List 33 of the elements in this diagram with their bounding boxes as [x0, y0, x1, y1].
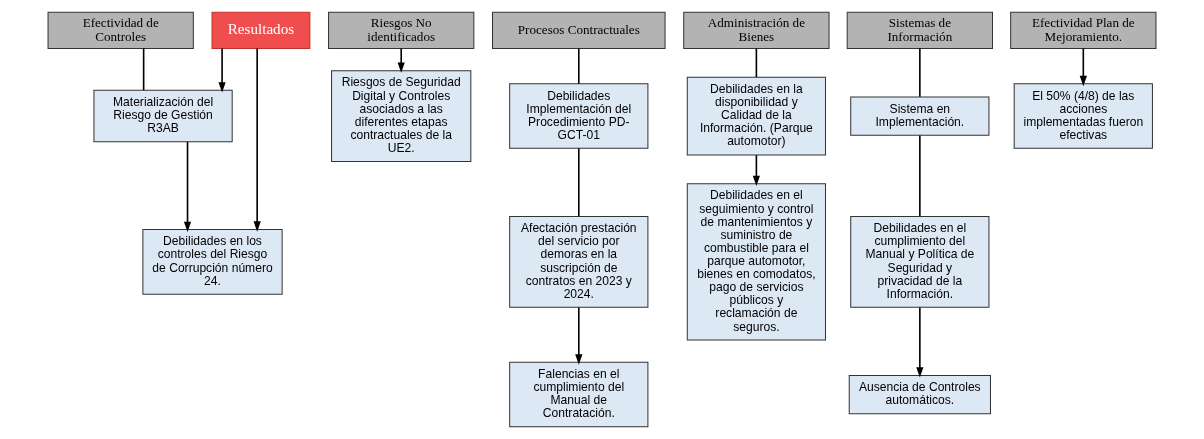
node-box: Debilidades en la disponibilidad y Calidad de la Información. (Parque automotor) [686, 76, 826, 156]
arrow [575, 306, 583, 365]
node-box: Debilidades Implementación del Procedimiento PD-GCT-01 [509, 83, 649, 149]
connector [578, 147, 580, 218]
arrow [218, 47, 226, 93]
arrow [916, 306, 924, 378]
node-box: Procesos Contractuales [492, 11, 666, 49]
node-box: Falencias en el cumplimiento del Manual de Contratación. [509, 361, 649, 428]
node-box: Riesgos No identificados [328, 11, 475, 49]
node-box: Ausencia de Controles automáticos. [848, 374, 991, 415]
node-box: Sistema en Implementación. [850, 96, 990, 136]
node-box: Materialización del Riesgo de Gestión R3AB [93, 89, 233, 143]
connector [142, 47, 145, 91]
connector [578, 47, 580, 85]
node-box: Administración de Bienes [683, 11, 830, 49]
node-box: Afectación prestación del servicio por demoras en la suscripción de contratos en 2023 y 2024. [509, 215, 649, 308]
arrow [752, 154, 760, 186]
node-box: Debilidades en el cumplimiento del Manual y Política de Seguridad y privacidad de la Información. [850, 215, 990, 308]
connector [755, 47, 758, 78]
node-box: Efectividad de Controles [47, 11, 194, 49]
connector [919, 47, 921, 98]
node-box: Sistemas de Información [846, 11, 993, 49]
arrow [1079, 47, 1087, 87]
node-box: Efectividad Plan de Mejoramiento. [1010, 11, 1157, 49]
connector [919, 134, 921, 218]
arrow [183, 141, 192, 232]
node-box: Riesgos de Seguridad Digital y Controles asociados a las diferentes etapas contractuales de la UE2. [331, 70, 472, 162]
node-box: El 50% (4/8) de las acciones implementadas fueron efectivas [1013, 83, 1153, 149]
node-box: Debilidades en los controles del Riesgo de Corrupción número 24. [142, 229, 283, 295]
arrow [397, 47, 405, 73]
node-box: Resultados [211, 11, 311, 49]
node-box: Debilidades en el seguimiento y control de mantenimientos y suministro de combustible para el parque automotor, bienes en comodatos, pago de servicios públicos y reclamación de seguros. [686, 183, 826, 341]
arrow [253, 47, 261, 232]
